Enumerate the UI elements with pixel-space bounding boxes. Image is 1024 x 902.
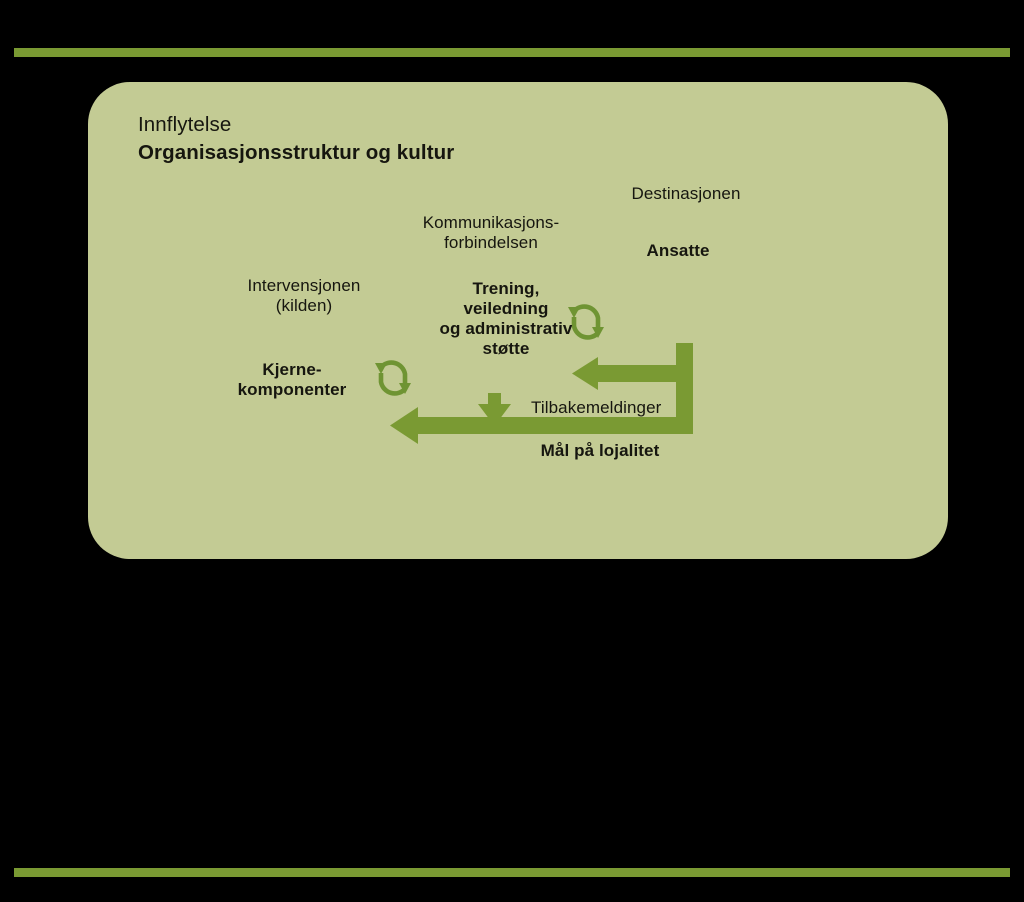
- label-trening-veiledning-stotte: Trening, veiledning og administrativ stø…: [439, 279, 573, 358]
- heading-org-structure: Organisasjonsstruktur og kultur: [138, 141, 455, 164]
- label-destinasjonen: Destinasjonen: [631, 184, 741, 203]
- label-tilbakemeldinger: Tilbakemeldinger: [531, 398, 662, 417]
- cycle-loop-icon: [375, 360, 411, 396]
- label-kjernekomponenter: Kjerne- komponenter: [237, 360, 347, 399]
- heading-influence: Innflytelse: [138, 113, 232, 136]
- label-kommunikasjonsforbindelsen: Kommunikasjons- forbindelsen: [422, 213, 560, 252]
- diagram-card: [88, 82, 948, 559]
- label-ansatte: Ansatte: [646, 241, 710, 260]
- top-divider-rule: [14, 48, 1010, 57]
- bottom-divider-rule: [14, 868, 1010, 877]
- label-mal-pa-lojalitet: Mål på lojalitet: [540, 441, 660, 460]
- label-intervensjonen: Intervensjonen (kilden): [247, 276, 361, 315]
- cycle-loop-icon: [568, 304, 604, 340]
